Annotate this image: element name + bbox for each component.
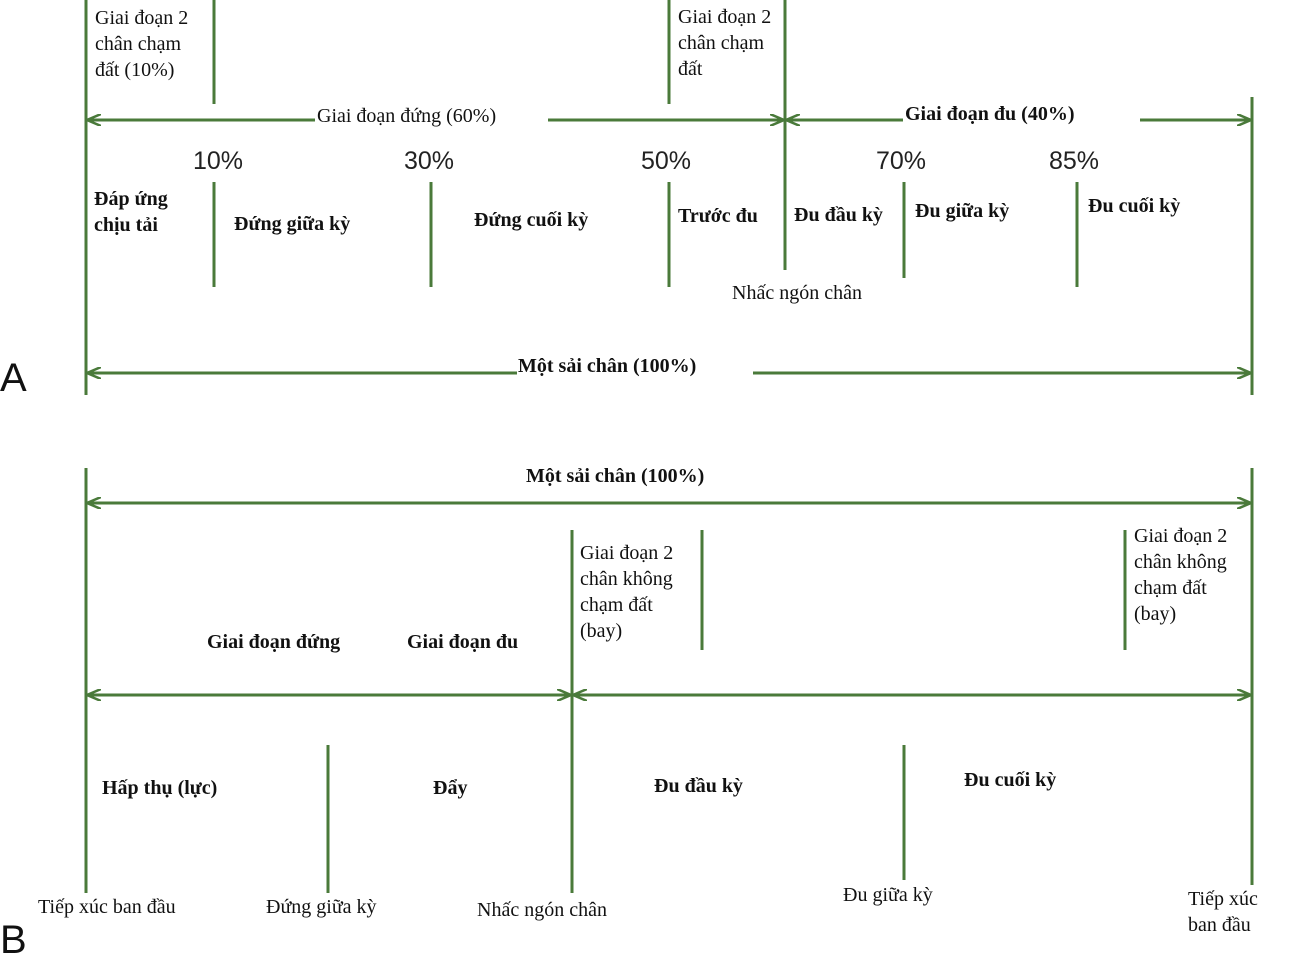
gait-cycle-label: Một sải chân (100%) [526, 465, 705, 487]
subphase-label: Đu cuối kỳ [1088, 195, 1181, 217]
subphase-label: Hấp thụ (lực) [102, 777, 218, 799]
subphase-label: Đu giữa kỳ [915, 200, 1010, 222]
event-label: Tiếp xúc ban đầu [38, 896, 176, 918]
panel-b-label: B [0, 918, 27, 962]
float-label: Giai đoạn 2 chân không chạm đất (bay) [1134, 525, 1228, 625]
subphase-label: Đu đầu kỳ [794, 204, 883, 226]
panel-a-lines [84, 0, 1254, 395]
subphase-label: Đứng cuối kỳ [474, 209, 589, 231]
percent-label: 70% [876, 147, 927, 175]
gait-cycle-label: Một sải chân (100%) [518, 355, 697, 377]
toe-off-label: Nhấc ngón chân [732, 282, 862, 304]
subphase-label: Đẩy [433, 777, 468, 799]
subphase-label: Đứng giữa kỳ [234, 213, 351, 235]
panel-b-lines [84, 468, 1254, 893]
percent-label: 30% [404, 147, 455, 175]
float-label: Giai đoạn 2 chân không chạm đất (bay) [580, 542, 674, 642]
event-label: Nhấc ngón chân [477, 899, 607, 921]
subphase-label: Đáp ứng chịu tải [94, 188, 168, 236]
double-support-label: Giai đoạn 2 chân chạm đất [678, 6, 772, 80]
double-support-label: Giai đoạn 2 chân chạm đất (10%) [95, 7, 189, 81]
percent-label: 85% [1049, 147, 1100, 175]
panel-a-label: A [0, 356, 27, 400]
event-label: Đu giữa kỳ [843, 884, 933, 906]
subphase-label: Trước đu [678, 205, 758, 227]
stance-phase-label: Giai đoạn đứng [207, 631, 341, 653]
stance-phase-label: Giai đoạn đứng (60%) [317, 103, 497, 129]
event-label: Tiếp xúc ban đầu [1188, 888, 1258, 936]
percent-label: 50% [641, 147, 692, 175]
subphase-label: Đu cuối kỳ [964, 769, 1057, 791]
percent-label: 10% [193, 147, 244, 175]
swing-phase-label: Giai đoạn đu [407, 631, 519, 653]
swing-phase-label: Giai đoạn đu (40%) [905, 103, 1075, 125]
event-label: Đứng giữa kỳ [266, 896, 377, 918]
subphase-label: Đu đầu kỳ [654, 775, 743, 797]
